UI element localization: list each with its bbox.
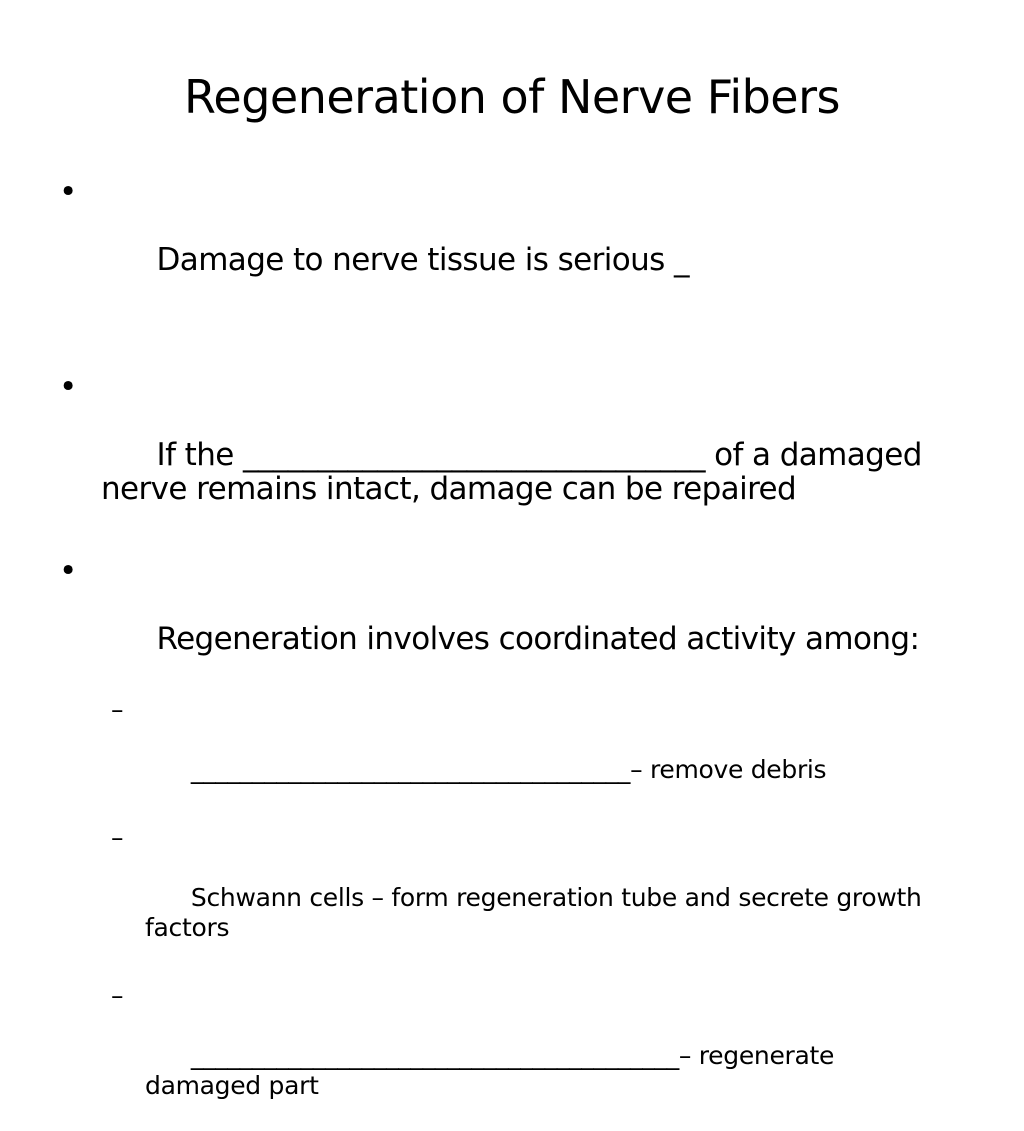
bullet-marker: • — [59, 553, 77, 589]
sub-bullet-item: – ______________________________________… — [101, 981, 957, 1131]
bullet-item: • Damage to nerve tissue is serious _ — [57, 175, 957, 311]
sub-bullet-item: – Schwann cells – form regeneration tube… — [101, 823, 957, 973]
sub-bullet-marker: – — [111, 981, 124, 1010]
sub-bullet-marker: – — [111, 695, 124, 724]
bullet-text: Regeneration involves coordinated activi… — [156, 621, 920, 657]
bullet-item: • Regeneration involves coordinated acti… — [57, 554, 957, 690]
bullet-item: • If the _______________________________… — [57, 370, 957, 540]
sub-bullet-text: ________________________________________… — [145, 1041, 842, 1100]
slide-body: • Damage to nerve tissue is serious _ • … — [57, 175, 957, 1131]
bullet-marker: • — [59, 174, 77, 210]
bullet-marker: • — [59, 369, 77, 405]
slide-title: Regeneration of Nerve Fibers — [184, 70, 841, 124]
slide: Regeneration of Nerve Fibers • Damage to… — [59, 70, 923, 1100]
bullet-text: If the _______________________________ o… — [101, 437, 932, 507]
sub-bullet-text: ____________________________________– re… — [190, 755, 827, 784]
sub-bullet-text: Schwann cells – form regeneration tube a… — [145, 883, 930, 942]
sub-bullet-item: – ____________________________________– … — [101, 695, 957, 815]
sub-bullet-marker: – — [111, 823, 124, 852]
bullet-text: Damage to nerve tissue is serious _ — [156, 242, 690, 278]
